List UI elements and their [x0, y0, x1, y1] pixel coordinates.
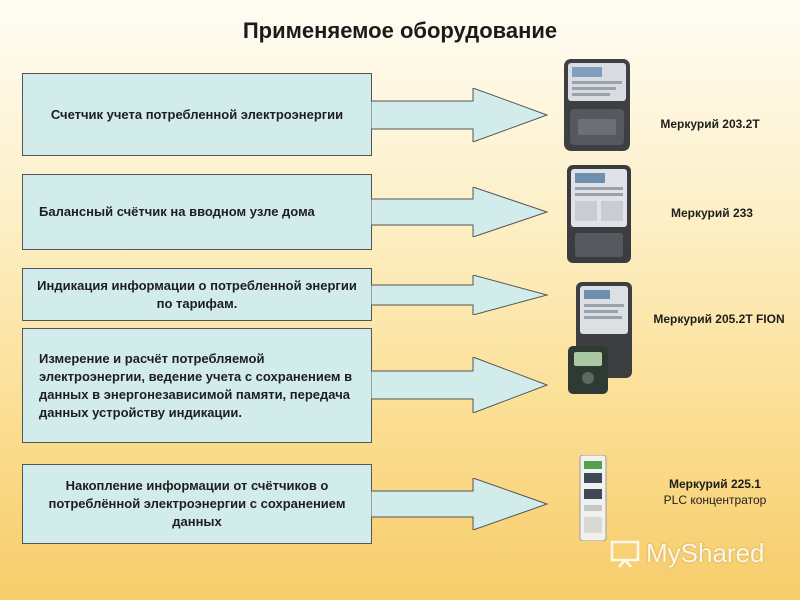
arrow-4: [371, 357, 549, 413]
device-label-3: Меркурий 205.2Т FION: [643, 312, 795, 326]
meter-image-1: [564, 59, 630, 151]
description-box-4: Измерение и расчёт потребляемой электроэ…: [22, 328, 372, 443]
device-subtitle-4: PLC концентратор: [663, 493, 767, 507]
description-text-3: Индикация информации о потребленной энер…: [37, 277, 357, 311]
device-label-4: Меркурий 225.1 PLC концентратор: [650, 476, 780, 508]
device-name-3: Меркурий 205.2Т FION: [653, 312, 785, 326]
meter-image-2: [567, 165, 631, 263]
arrow-3: [371, 275, 549, 315]
device-name-1: Меркурий 203.2Т: [660, 117, 760, 131]
watermark-text: MyShared: [646, 538, 765, 568]
description-text-2: Балансный счётчик на вводном узле дома: [39, 204, 315, 219]
device-name-4: Меркурий 225.1: [669, 477, 761, 491]
description-text-1: Счетчик учета потребленной электроэнерги…: [50, 106, 344, 122]
description-box-3: Индикация информации о потребленной энер…: [22, 268, 372, 321]
description-box-2: Балансный счётчик на вводном узле дома: [22, 174, 372, 250]
description-box-5: Накопление информации от счётчиков о пот…: [22, 464, 372, 544]
arrow-5: [371, 478, 549, 530]
description-text-4: Измерение и расчёт потребляемой электроэ…: [39, 350, 353, 420]
arrow-1: [371, 88, 549, 142]
meter-image-3: [568, 282, 632, 394]
slide-title: Применяемое оборудование: [242, 18, 558, 43]
description-text-5: Накопление информации от счётчиков о пот…: [48, 478, 346, 529]
presentation-icon: [610, 540, 640, 568]
device-label-1: Меркурий 203.2Т: [650, 117, 770, 131]
device-label-2: Меркурий 233: [652, 206, 772, 220]
arrow-2: [371, 187, 549, 237]
device-name-2: Меркурий 233: [671, 206, 753, 220]
meter-image-4: [579, 455, 607, 541]
watermark: MyShared: [610, 538, 765, 569]
description-box-1: Счетчик учета потребленной электроэнерги…: [22, 73, 372, 156]
